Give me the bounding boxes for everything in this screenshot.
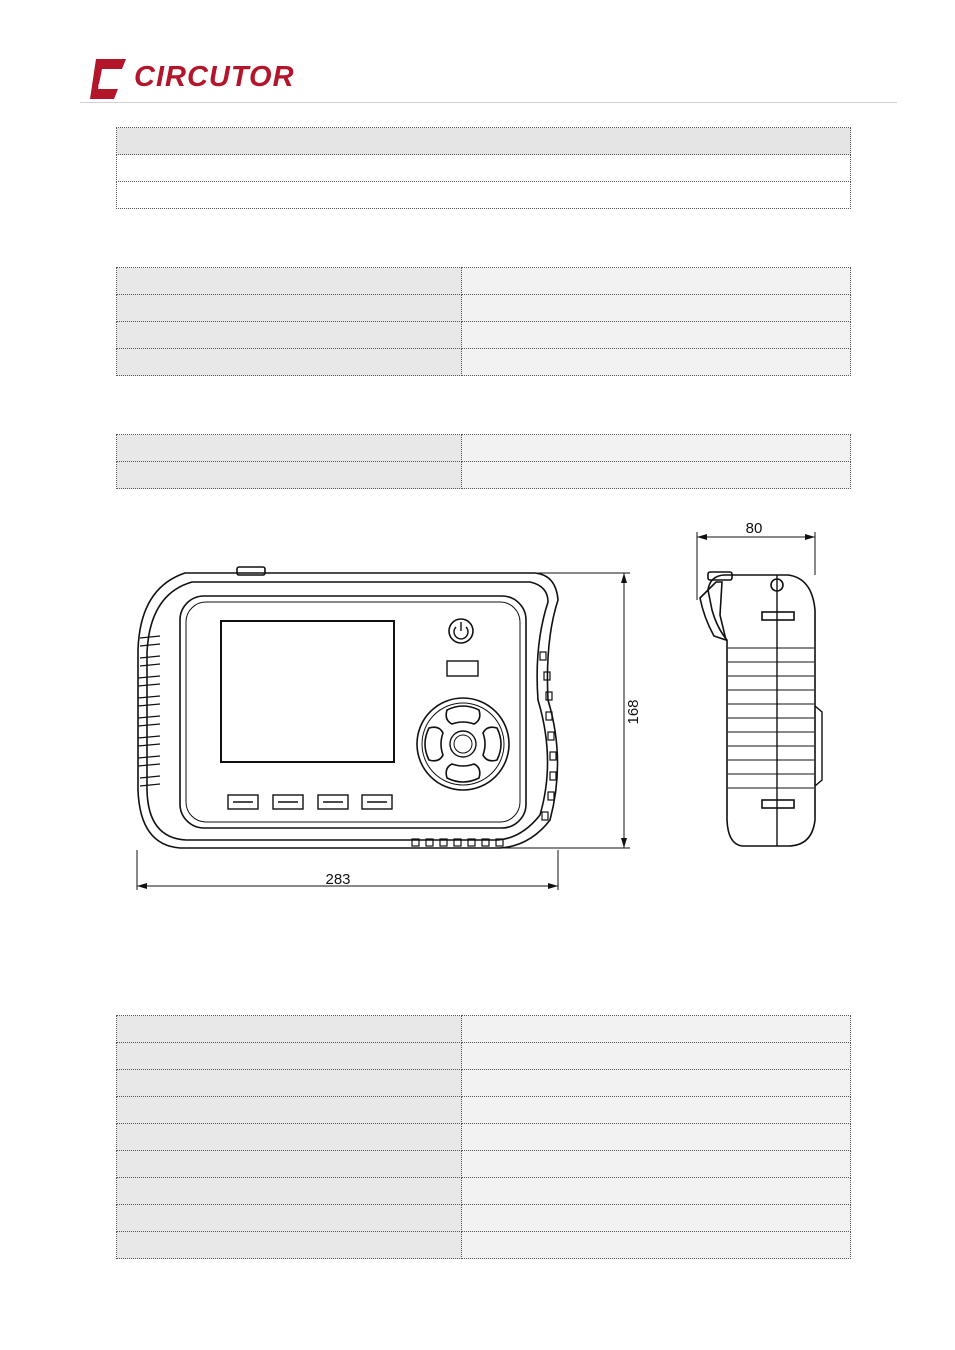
- table-value-cell: [461, 1204, 851, 1232]
- table-label-cell: [116, 1204, 462, 1232]
- table-header-cell: [116, 127, 851, 155]
- table-label-cell: [116, 461, 462, 489]
- table-row: [116, 1150, 851, 1178]
- table-row: [116, 1177, 851, 1205]
- table-value-cell: [461, 348, 851, 376]
- table-label-cell: [116, 1123, 462, 1151]
- width-dimension-label: 283: [325, 871, 350, 888]
- table-row: [116, 434, 851, 462]
- table-row: [116, 294, 851, 322]
- table-value-cell: [461, 1150, 851, 1178]
- header-divider: [80, 102, 897, 103]
- table-row: [116, 1231, 851, 1259]
- table-value-cell: [461, 1015, 851, 1043]
- table-value-cell: [461, 461, 851, 489]
- brand-name: CIRCUTOR: [134, 61, 295, 93]
- function-key-icon: [227, 794, 393, 810]
- table-label-cell: [116, 294, 462, 322]
- table-value-cell: [461, 1177, 851, 1205]
- table-row: [116, 1204, 851, 1232]
- table-label-cell: [116, 434, 462, 462]
- device-screen: [220, 620, 395, 763]
- table-value-cell: [461, 1231, 851, 1259]
- height-dimension-label: 168: [625, 699, 642, 724]
- table-row: [116, 348, 851, 376]
- table-label-cell: [116, 348, 462, 376]
- table-label-cell: [116, 1177, 462, 1205]
- table-value-cell: [461, 434, 851, 462]
- table-row: [116, 1123, 851, 1151]
- table-label-cell: [116, 1015, 462, 1043]
- table-value-cell: [461, 1096, 851, 1124]
- spec-table-3: [116, 434, 851, 489]
- table-row: [116, 1042, 851, 1070]
- table-label-cell: [116, 1150, 462, 1178]
- table-row: [116, 181, 851, 209]
- table-row: [116, 1096, 851, 1124]
- device-front-body: [137, 572, 559, 849]
- table-value-cell: [461, 1042, 851, 1070]
- spec-table-1: [116, 127, 851, 209]
- table-cell: [116, 154, 851, 182]
- depth-dimension-label: 80: [746, 520, 763, 537]
- circutor-logo: CIRCUTOR: [88, 57, 328, 101]
- power-icon: [448, 618, 474, 644]
- table-row: [116, 1015, 851, 1043]
- table-label-cell: [116, 267, 462, 295]
- device-bezel: [179, 595, 527, 829]
- table-value-cell: [461, 1069, 851, 1097]
- table-value-cell: [461, 1123, 851, 1151]
- table-row: [116, 1069, 851, 1097]
- table-label-cell: [116, 321, 462, 349]
- table-row: [116, 461, 851, 489]
- table-row: [116, 127, 851, 155]
- table-row: [116, 154, 851, 182]
- spec-table-4: [116, 1015, 851, 1259]
- table-label-cell: [116, 1096, 462, 1124]
- table-label-cell: [116, 1069, 462, 1097]
- table-value-cell: [461, 294, 851, 322]
- spec-table-2: [116, 267, 851, 376]
- table-label-cell: [116, 1042, 462, 1070]
- table-cell: [116, 181, 851, 209]
- table-label-cell: [116, 1231, 462, 1259]
- navigation-pad-icon: [416, 697, 510, 791]
- circutor-logo-icon: [90, 59, 126, 99]
